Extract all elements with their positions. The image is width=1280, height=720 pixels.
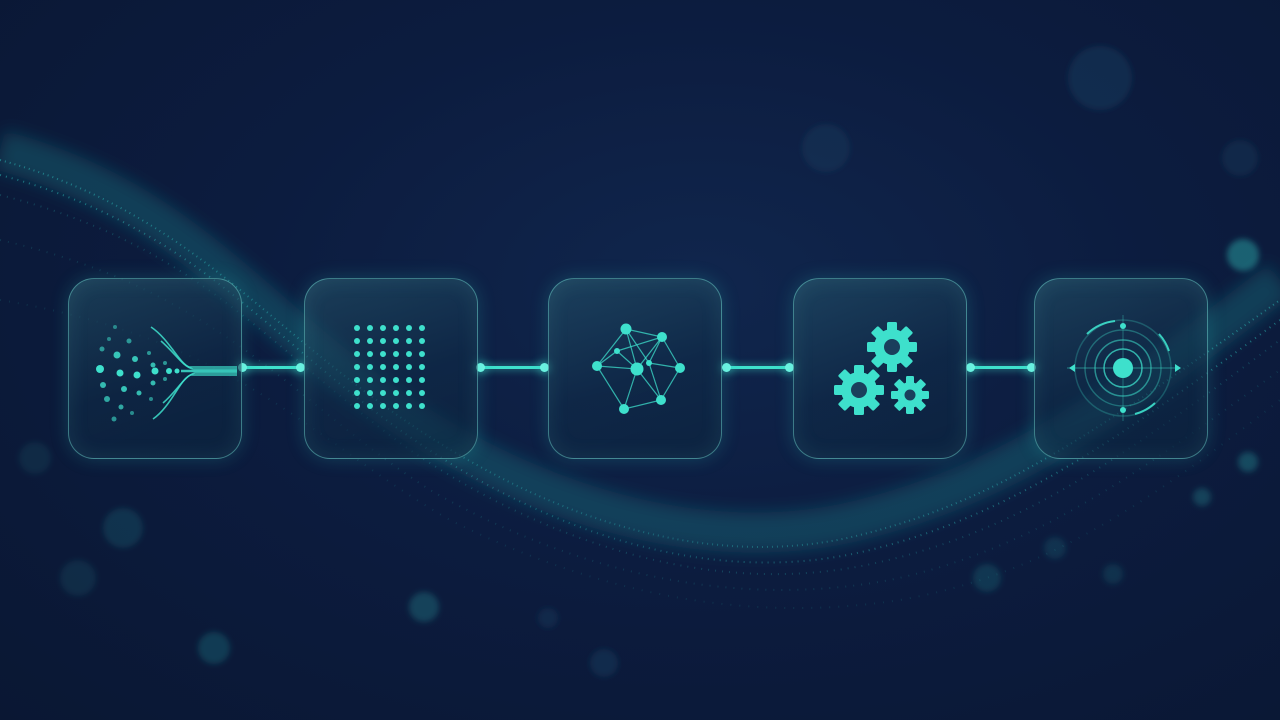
- connector-1-2: [242, 366, 304, 369]
- connector-3-4: [723, 366, 793, 369]
- connector-node: [1027, 363, 1036, 372]
- connector-node: [722, 363, 731, 372]
- connector-node: [238, 363, 247, 372]
- connector-node: [296, 363, 305, 372]
- network-graph-icon: [592, 323, 685, 414]
- stage-card-2: [304, 278, 478, 459]
- connector-node: [785, 363, 794, 372]
- target-radar-icon: [1067, 315, 1181, 421]
- stage-card-4: [793, 278, 967, 459]
- connector-node: [476, 363, 485, 372]
- connector-2-3: [478, 366, 548, 369]
- stage-card-1: [68, 278, 242, 459]
- dot-grid-icon: [354, 325, 425, 409]
- stage-card-5: [1034, 278, 1208, 459]
- gears-icon: [834, 322, 929, 415]
- funnel-particles-icon: [96, 325, 237, 422]
- stage-card-3: [548, 278, 722, 459]
- connector-node: [540, 363, 549, 372]
- connector-node: [966, 363, 975, 372]
- connector-4-5: [968, 366, 1034, 369]
